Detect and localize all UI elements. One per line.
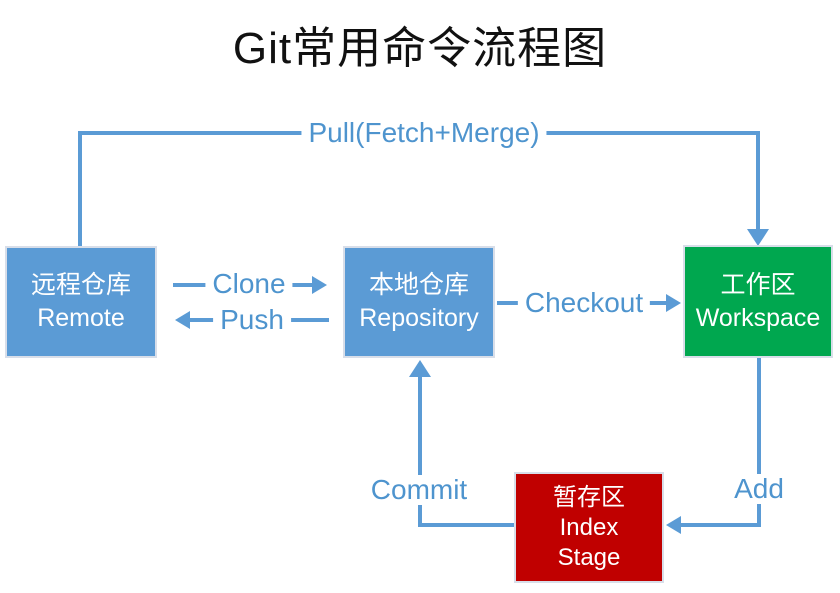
add-arrowhead-icon [666,516,681,534]
page-title: Git常用命令流程图 [232,24,608,73]
node-repository-subtitle: Repository [359,304,479,332]
pull-edge-line-right [756,131,760,231]
edge-label-push: Push [213,305,291,335]
edge-label-checkout: Checkout [517,288,651,318]
edge-label-commit: Commit [363,475,475,505]
node-repository-title: 本地仓库 [368,271,469,299]
pull-arrowhead-icon [747,229,769,246]
node-index-subtitle: Index [559,513,619,541]
node-remote-title: 远程仓库 [30,271,131,299]
edge-label-add: Add [727,474,791,504]
edge-label-clone: Clone [205,269,293,299]
node-remote: 远程仓库 Remote [5,246,157,358]
add-edge-line-horizontal [681,523,761,527]
node-repository: 本地仓库 Repository [343,246,495,358]
commit-edge-line-vertical [418,376,422,527]
push-arrowhead-icon [175,311,190,329]
clone-arrowhead-icon [312,276,327,294]
add-edge-line-vertical [757,358,761,527]
node-workspace-subtitle: Workspace [695,303,821,332]
node-remote-subtitle: Remote [37,304,125,332]
node-workspace: 工作区 Workspace [683,245,833,358]
node-workspace-title: 工作区 [720,270,796,299]
commit-edge-line-horizontal [418,523,514,527]
node-index-stage: 暂存区 Index Stage [514,472,664,583]
pull-edge-line-left [78,131,82,246]
edge-label-pull: Pull(Fetch+Merge) [301,118,547,148]
checkout-arrowhead-icon [666,294,681,312]
node-index-subtitle2: Stage [557,543,621,571]
commit-arrowhead-icon [409,360,431,377]
node-index-title: 暂存区 [553,483,625,511]
